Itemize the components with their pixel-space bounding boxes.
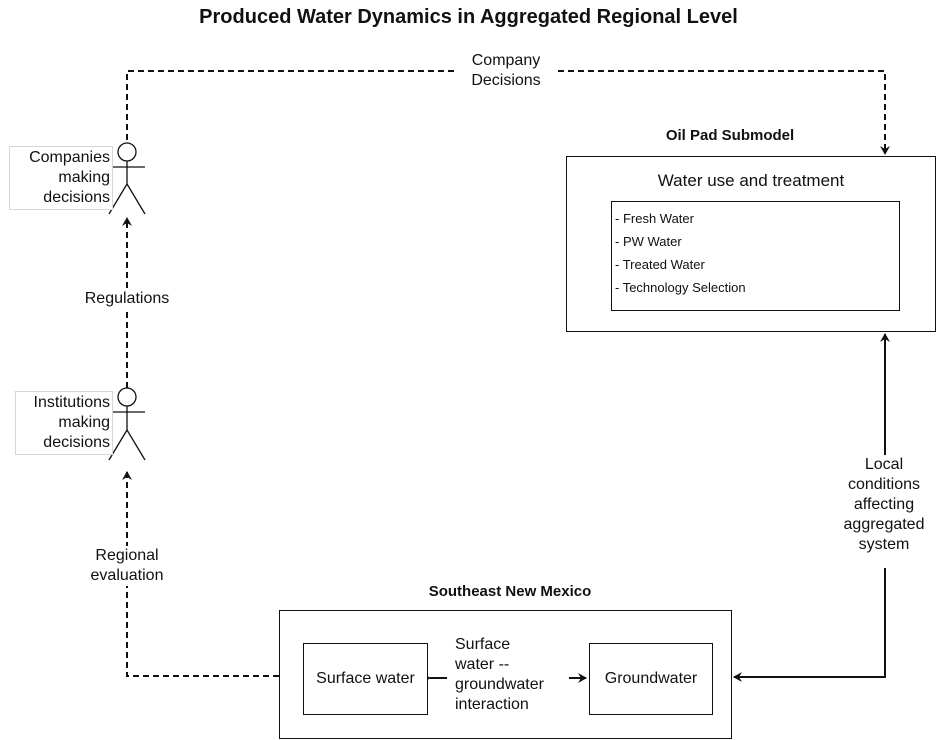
region-box: [279, 610, 732, 739]
oil-pad-item-list: - Fresh Water - PW Water - Treated Water…: [611, 201, 900, 311]
diagram-title: Produced Water Dynamics in Aggregated Re…: [199, 6, 738, 28]
oil-pad-box-title: Water use and treatment: [657, 171, 845, 190]
companies-actor-label: Companies making decisions: [9, 146, 113, 210]
local-conditions-arrow-left: [733, 568, 886, 682]
oil-pad-heading: Oil Pad Submodel: [665, 127, 795, 144]
list-item: - Treated Water: [615, 257, 705, 272]
list-item: - Technology Selection: [615, 280, 746, 295]
companies-actor-icon: [108, 142, 146, 215]
region-heading: Southeast New Mexico: [428, 583, 592, 600]
surface-water-node: Surface water: [303, 643, 428, 715]
institutions-actor-label: Institutions making decisions: [15, 391, 113, 455]
local-conditions-label: Local conditions affecting aggregated sy…: [828, 455, 937, 555]
regulations-label: Regulations: [70, 289, 184, 309]
list-item: - Fresh Water: [615, 211, 694, 226]
regional-evaluation-label: Regional evaluation: [76, 546, 178, 586]
institutions-actor-icon: [108, 387, 146, 461]
groundwater-node: Groundwater: [589, 643, 713, 715]
interaction-label: Surface water -- groundwater interaction: [447, 635, 569, 715]
regional-evaluation-arrow: [122, 471, 279, 677]
company-decisions-label: Company Decisions: [454, 51, 558, 91]
oil-pad-box: Water use and treatment - Fresh Water - …: [566, 156, 936, 332]
company-decisions-arrow: [126, 70, 890, 155]
list-item: - PW Water: [615, 234, 682, 249]
